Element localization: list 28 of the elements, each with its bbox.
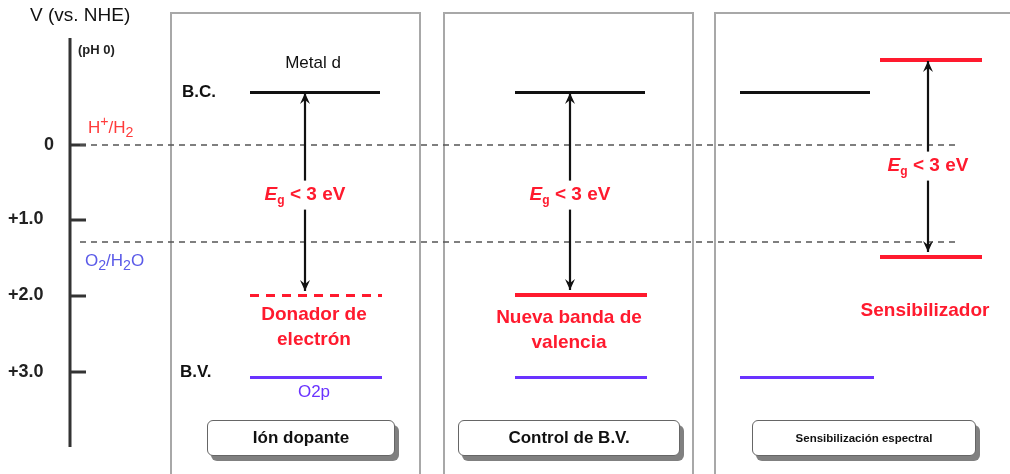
level-caption: Nueva banda de valencia [495,305,643,354]
axis-text: +1.0 [8,208,44,229]
level-caption: Metal d [284,52,342,74]
axis-text: B.C. [182,82,216,102]
axis-text: B.V. [180,362,212,382]
valence-band-line [250,376,382,379]
edge-label: E$_{g}$ < 3 eV [261,180,349,210]
conduction-band-line [740,91,870,94]
axis-text: O$_{2}$/H$_{2}$O [85,251,145,274]
axis-text: 0 [44,134,54,155]
level-caption: O2p [296,381,332,403]
axis-text: (pH 0) [78,42,115,57]
axis-text: H$^{+}$/H$_{2}$ [88,113,134,141]
panel-frame [443,12,694,474]
donor-level-line [250,294,382,297]
panel-frame [714,12,1010,474]
conduction-band-line [515,91,645,94]
axis-text: V (vs. NHE) [30,4,131,26]
level-caption: Sensibilizador [859,298,991,322]
edge-label: E$_{g}$ < 3 eV [526,180,614,210]
edge-label: E$_{g}$ < 3 eV [884,151,972,181]
level-caption: Donador de electrón [260,302,368,351]
axis-text: +2.0 [8,284,44,305]
valence-band-line [515,376,647,379]
panel-frame [170,12,421,474]
conduction-band-line [250,91,380,94]
valence-band-line [740,376,874,379]
axis-text: +3.0 [8,361,44,382]
